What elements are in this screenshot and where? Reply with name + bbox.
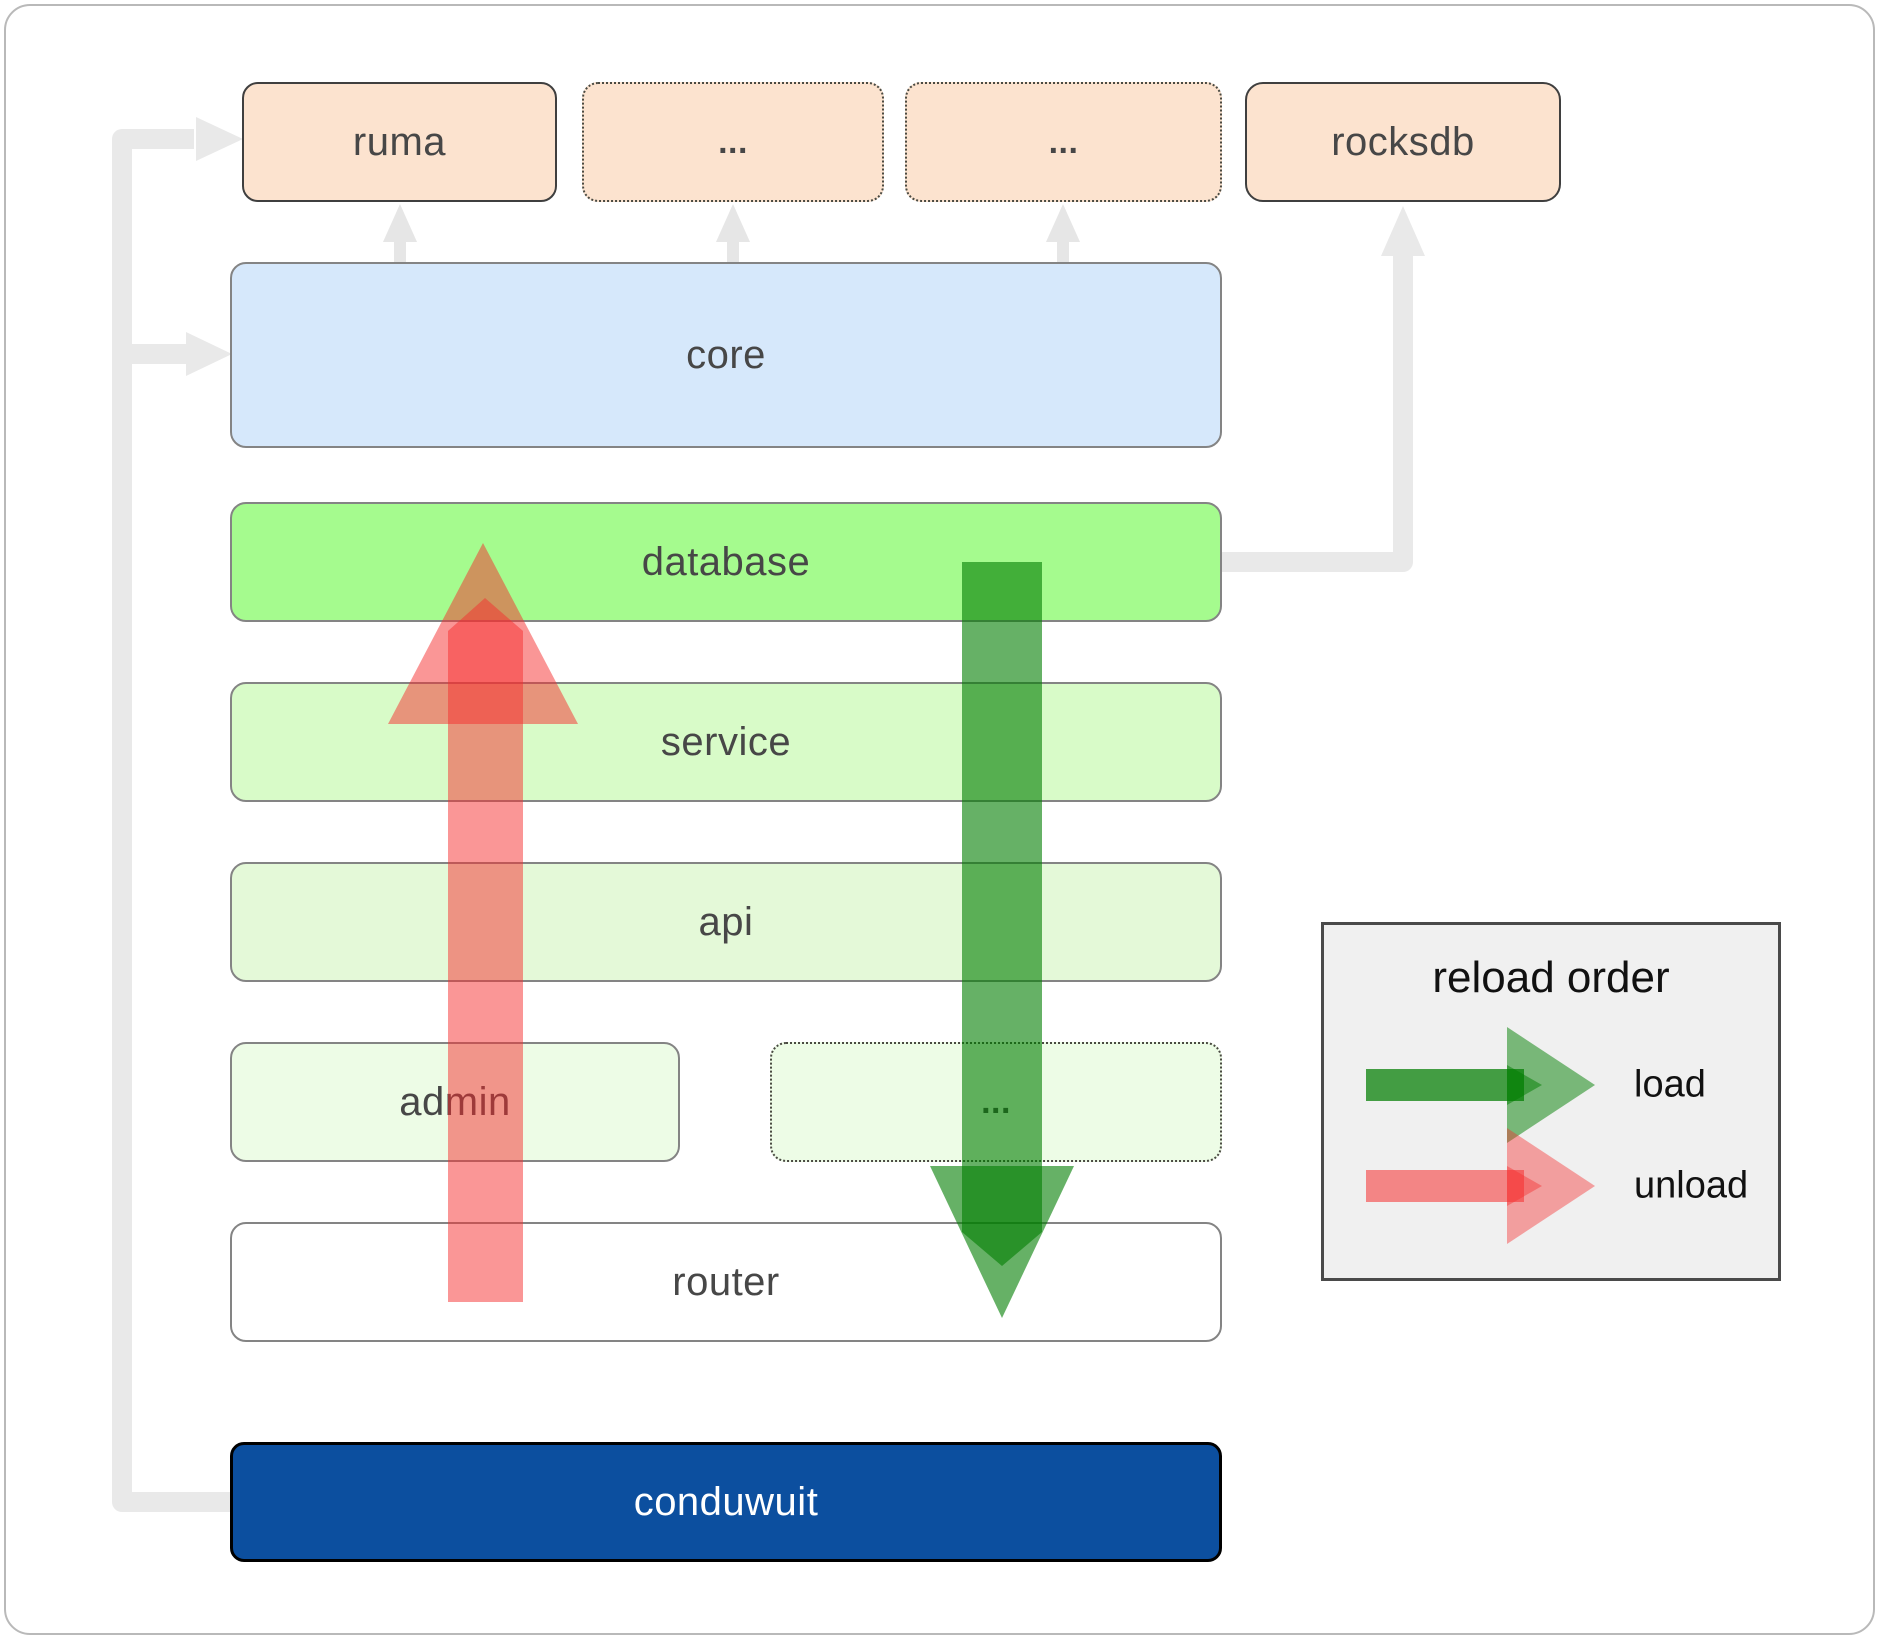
arrowhead-into-core-icon [186,332,232,376]
node-core-label: core [686,332,766,377]
node-api: api [230,862,1222,982]
load-arrow-shaft [962,562,1042,1232]
load-arrow-chevron-icon [962,1232,1042,1266]
node-router: router [230,1222,1222,1342]
node-database-label: database [641,539,811,584]
gray-arrowheads [186,117,243,376]
node-rocksdb-label: rocksdb [1331,119,1475,164]
node-conduwuit: conduwuit [230,1442,1222,1562]
load-arrow-icon [1366,1027,1595,1143]
unload-legend-chevron [1507,1166,1542,1206]
core-to-dep-b-arrowhead-icon [1046,204,1080,242]
core-to-dep-a-arrow-shaft [727,238,739,264]
connector-elbow-left [112,129,230,1512]
node-dependency-b: ... [905,82,1222,202]
node-dependency-b-label: ... [1048,122,1079,161]
core-to-dep-a-arrowhead-icon [716,204,750,242]
legend-title: reload order [1432,953,1670,1002]
database-to-rocksdb-connector [1222,206,1425,572]
unload-arrow-icon [1366,1128,1595,1244]
unload-arrow-shaft [448,631,523,1302]
node-database: database [230,502,1222,622]
outer-frame [4,4,1875,1635]
arrowhead-into-rocksdb-icon [1381,206,1425,256]
load-arrow [930,562,1074,1318]
node-ruma: ruma [242,82,557,202]
load-legend-head [1507,1027,1595,1143]
node-dependency-a: ... [582,82,884,202]
conduwuit-to-ruma-core-connector [112,129,230,1512]
core-to-dep-b-arrow-shaft [1057,238,1069,264]
unload-legend-head [1507,1128,1595,1244]
legend-unload-label: unload [1634,1164,1749,1207]
node-core: core [230,262,1222,448]
node-router-label: router [672,1259,780,1304]
node-dependency-a-label: ... [718,122,748,161]
legend-load-label: load [1634,1063,1706,1106]
node-conduwuit-label: conduwuit [633,1479,819,1524]
core-to-ruma-arrow-shaft [394,238,406,264]
legend-panel: reload order load unload [1321,922,1781,1281]
arrowhead-into-ruma-icon [196,117,243,161]
load-legend-shaft [1366,1069,1524,1101]
node-service-label: service [660,719,792,764]
load-legend-chevron [1507,1065,1542,1105]
node-rocksdb: rocksdb [1245,82,1561,202]
unload-arrowhead-icon [388,543,578,724]
node-api-label: api [698,899,754,944]
connector-elbow-right [1222,254,1413,572]
unload-arrow [388,543,578,1302]
node-service: service [230,682,1222,802]
unload-legend-shaft [1366,1170,1524,1202]
core-to-deps-arrows [383,204,1080,264]
core-to-ruma-arrowhead-icon [383,204,417,242]
unload-arrow-chevron-icon [448,598,523,631]
node-ruma-label: ruma [352,119,447,164]
